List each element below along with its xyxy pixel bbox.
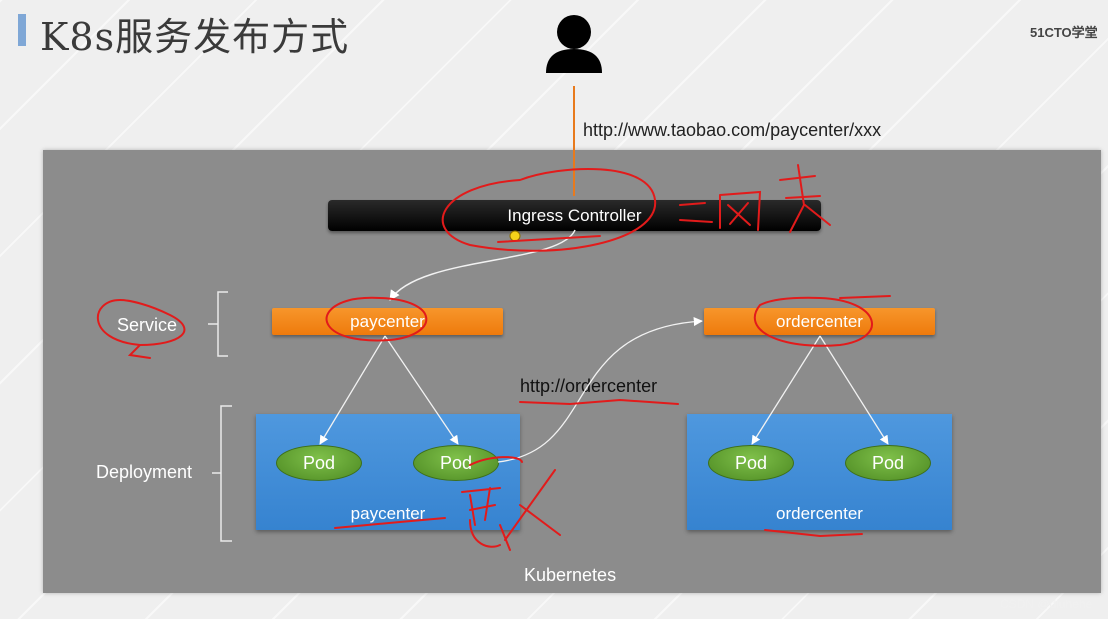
handwritten-annotations: [97, 164, 891, 551]
pod: Pod: [845, 445, 931, 481]
pod: Pod: [413, 445, 499, 481]
pod: Pod: [276, 445, 362, 481]
title-accent-bar: [18, 14, 26, 46]
service-to-pod-arrow: [319, 335, 386, 445]
brand-logo: 51CTO学堂: [1030, 25, 1098, 40]
pod: Pod: [708, 445, 794, 481]
deployment-paycenter: Pod Pod paycenter: [256, 414, 520, 530]
deployment-name: paycenter: [350, 504, 426, 523]
deployment-name: ordercenter: [776, 504, 863, 523]
ingress-to-service-arrow: [389, 229, 576, 301]
cluster-label: Kubernetes: [524, 565, 617, 585]
pod-to-service-arrow: [497, 316, 703, 463]
service-bracket: [208, 291, 228, 357]
service-paycenter: paycenter: [272, 308, 503, 335]
service-to-pod-arrow: [384, 335, 459, 445]
cursor-dot: [509, 230, 521, 242]
watermark: CSDN @dluhehe: [1000, 597, 1093, 611]
deployment-bracket: [212, 405, 232, 542]
service-to-pod-arrow: [751, 335, 821, 445]
request-url: http://www.taobao.com/paycenter/xxx: [583, 120, 882, 140]
service-to-pod-arrow: [819, 335, 889, 445]
service-label: Service: [117, 315, 178, 335]
service-ordercenter: ordercenter: [704, 308, 935, 335]
deployment-ordercenter: Pod Pod ordercenter: [687, 414, 952, 530]
deployment-label: Deployment: [96, 462, 193, 482]
page-title: K8s服务发布方式: [40, 15, 350, 59]
